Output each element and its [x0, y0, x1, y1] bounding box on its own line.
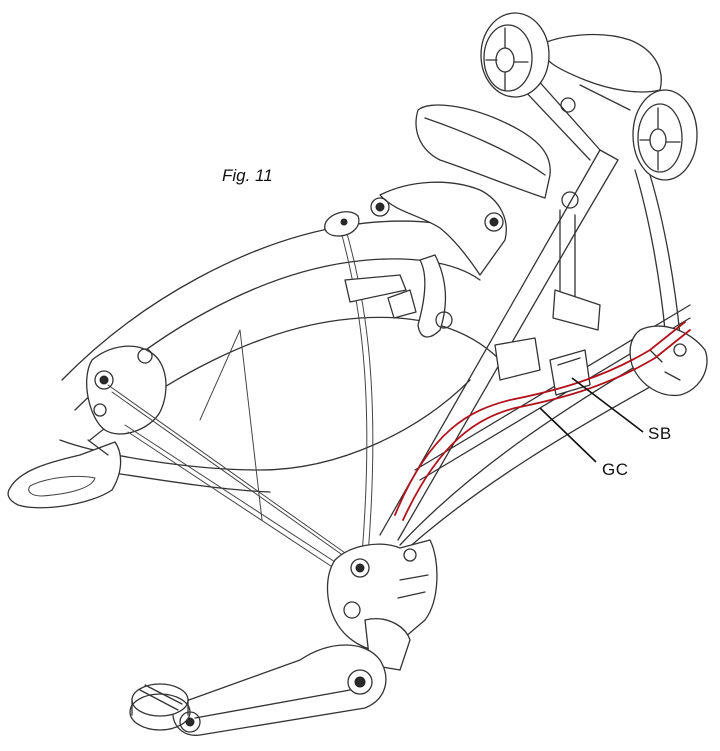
pedal: [129, 683, 191, 731]
figure-title: Fig. 11: [222, 166, 273, 185]
rear-dropout: [629, 325, 708, 397]
callout-label-sb: SB: [648, 424, 672, 443]
hinge-assembly: [326, 539, 438, 671]
rack-block: [415, 33, 662, 199]
gear-cable-highlight: [394, 321, 691, 521]
mudguard-stays: [107, 227, 374, 581]
mudguard-bracket: [7, 345, 167, 509]
roller-wheel-right: [632, 89, 698, 181]
leader-sb: [571, 377, 644, 433]
leader-gc: [539, 407, 597, 463]
leader-lines: [539, 377, 644, 463]
roller-wheel-top: [480, 12, 550, 98]
crank-arm: [172, 644, 387, 736]
rear-strut: [552, 169, 681, 336]
sleeve-block: [494, 337, 591, 396]
callout-label-gc: GC: [602, 460, 629, 479]
mudguard-clip: [324, 211, 360, 237]
brake-caliper: [344, 181, 507, 338]
